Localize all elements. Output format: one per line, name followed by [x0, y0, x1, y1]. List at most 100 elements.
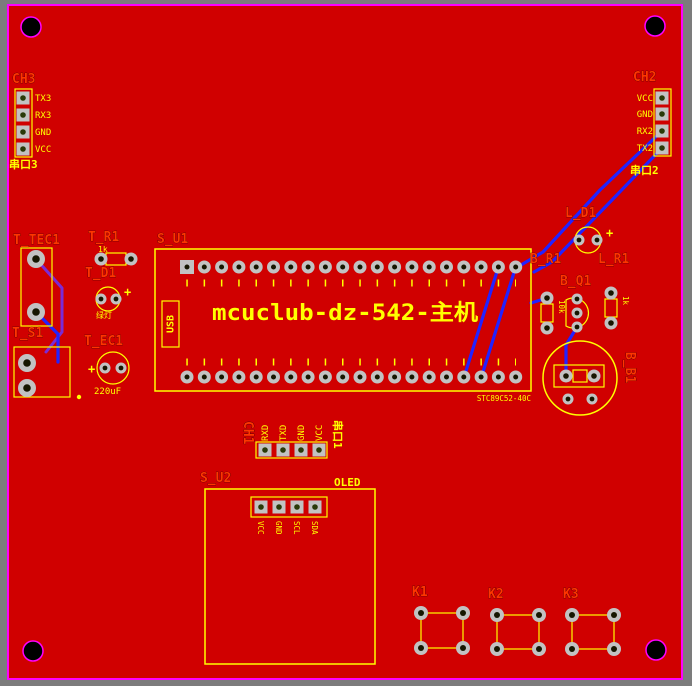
pin-label: TXD — [279, 425, 289, 441]
pin-label: TX2 — [637, 144, 653, 154]
mounting-hole-top-right[interactable] — [644, 15, 666, 37]
component-k2-button[interactable]: K2 — [488, 587, 546, 656]
pad — [604, 316, 618, 330]
pad — [27, 250, 45, 268]
component-b-q1[interactable]: B_Q1 — [560, 274, 592, 333]
component-s-u1-mcu[interactable]: S_U1 USB mcuclub-dz-542-主机 STC89C52-40C — [154, 232, 532, 403]
polarity-mark: + — [606, 226, 613, 240]
pad — [571, 307, 583, 319]
component-t-tec1[interactable]: T_TEC1 — [13, 233, 60, 327]
usb-silk-box — [161, 300, 180, 348]
pad — [414, 606, 428, 620]
pad — [456, 641, 470, 655]
pin-label: TX3 — [35, 94, 51, 104]
pad — [124, 252, 138, 266]
pin-label: GND — [637, 110, 653, 120]
designator: K1 — [412, 585, 428, 600]
port-label: 串口2 — [630, 163, 659, 177]
designator: T_EC1 — [84, 334, 123, 349]
pin-label: VCC — [637, 94, 653, 104]
pin-label: RXD — [261, 425, 271, 441]
pad — [490, 608, 504, 622]
trace-chip-2[interactable] — [462, 265, 500, 379]
silk-body — [96, 351, 130, 385]
trace-ch2-rx2[interactable] — [519, 129, 664, 267]
component-s-u2-oled[interactable]: S_U2 OLED VCC GND SCL SDA — [200, 471, 376, 665]
designator: S_U1 — [157, 232, 188, 247]
pad — [490, 642, 504, 656]
designator: CH3 — [12, 72, 35, 87]
component-ch1[interactable]: CH1 RXD TXD GND VCC 串口1 — [240, 420, 345, 459]
pad — [18, 379, 36, 397]
trace-ch2-tx2[interactable] — [532, 146, 664, 274]
designator: T_D1 — [85, 266, 116, 281]
pad — [290, 500, 304, 514]
component-b-r1[interactable]: B_R1 10k — [530, 252, 566, 335]
mounting-hole-top-left[interactable] — [20, 16, 42, 38]
pad — [312, 443, 326, 457]
component-l-d1[interactable]: L_D1 + — [565, 206, 613, 254]
trace-buzzer[interactable] — [564, 325, 579, 371]
silk-body — [542, 340, 618, 416]
header-silk-box — [250, 496, 328, 518]
usb-label: USB — [166, 315, 177, 333]
pad — [571, 293, 583, 305]
silk-outline — [13, 346, 71, 398]
pad — [655, 91, 669, 105]
component-l-r1[interactable]: L_R1 1k — [598, 252, 630, 330]
silk-dot — [76, 394, 82, 400]
silk-outline — [653, 88, 672, 157]
pin-label: RX3 — [35, 111, 51, 121]
designator: S_U2 — [200, 471, 231, 486]
crystal-silk — [553, 364, 605, 388]
mounting-hole-bottom-right[interactable] — [645, 639, 667, 661]
value-label: 绿灯 — [96, 310, 112, 320]
component-t-s1[interactable]: T_S1 — [12, 326, 82, 400]
designator: B_R1 — [530, 252, 561, 267]
silk-outline — [14, 88, 33, 158]
component-t-d1[interactable]: T_D1 + 绿灯 — [85, 266, 132, 320]
pin-label: SDA — [310, 521, 319, 535]
pad — [655, 107, 669, 121]
pin-label: VCC — [35, 145, 51, 155]
trace-tec-1[interactable] — [34, 257, 64, 354]
component-b-b1-buzzer[interactable]: B_B1 — [542, 340, 637, 416]
designator: B_B1 — [622, 352, 637, 383]
pad — [115, 362, 127, 374]
polarity-mark: + — [88, 362, 95, 376]
silk-outline — [204, 488, 376, 665]
designator: CH1 — [240, 421, 255, 445]
designator: L_D1 — [565, 206, 596, 221]
value-label: 1k — [98, 245, 108, 254]
pad — [573, 234, 585, 246]
component-ch3[interactable]: CH3 TX3 RX3 GND VCC 串口3 — [9, 72, 51, 171]
pad — [99, 362, 111, 374]
port-label: 串口3 — [9, 157, 38, 171]
component-k3-button[interactable]: K3 — [563, 587, 621, 656]
pad — [586, 393, 598, 405]
pad — [272, 500, 286, 514]
pad — [655, 124, 669, 138]
value-label: 220uF — [94, 387, 121, 397]
pad — [294, 443, 308, 457]
mounting-hole-bottom-left[interactable] — [22, 640, 44, 662]
component-t-ec1[interactable]: T_EC1 + 220uF — [84, 334, 130, 397]
footprint-note: STC89C52-40C — [477, 394, 531, 403]
pad — [254, 500, 268, 514]
pad — [532, 608, 546, 622]
pad — [308, 500, 322, 514]
pad — [565, 608, 579, 622]
trace-tec-2[interactable] — [34, 310, 60, 364]
component-k1-button[interactable]: K1 — [412, 585, 470, 655]
component-ch2[interactable]: CH2 VCC GND RX2 TX2 串口2 — [630, 70, 672, 177]
silk-outline — [420, 612, 464, 649]
pad — [16, 108, 30, 122]
trace-chip-1[interactable] — [479, 265, 518, 379]
pin-label: RX2 — [637, 127, 653, 137]
component-t-r1[interactable]: T_R1 1k — [88, 230, 138, 266]
pad — [607, 608, 621, 622]
designator: T_TEC1 — [13, 233, 60, 248]
silk-outline — [571, 614, 615, 650]
